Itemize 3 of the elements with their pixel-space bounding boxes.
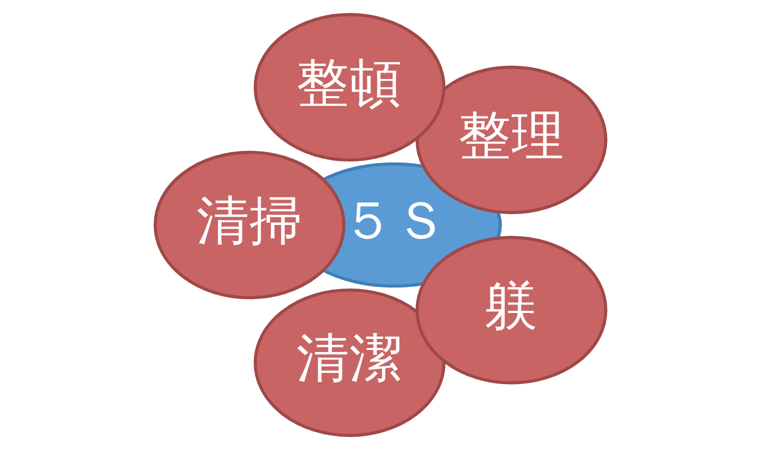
node-ellipse: 清潔 — [253, 288, 445, 437]
node-ellipse: 清掃 — [153, 150, 345, 300]
node-ellipse: 整頓 — [253, 13, 445, 162]
